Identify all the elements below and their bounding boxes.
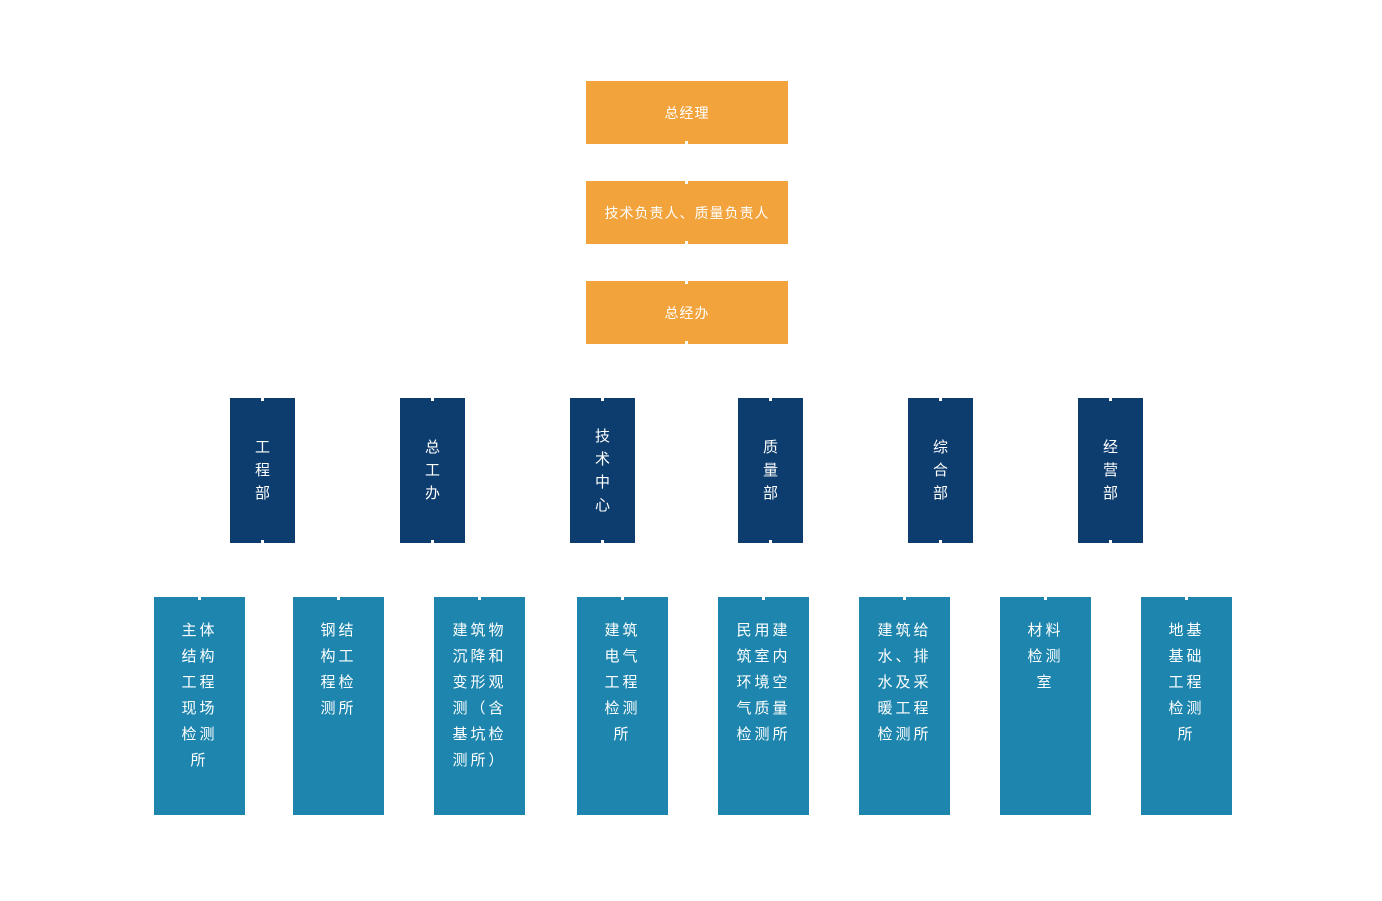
- org-node-chief-engineer-office: 总 工 办: [400, 398, 465, 543]
- org-node-main-structure-site-testing: 主体 结构 工程 现场 检测 所: [154, 597, 245, 815]
- org-node-electrical-engineering-testing: 建筑 电气 工程 检测 所: [577, 597, 668, 815]
- org-node-tech-center: 技 术 中 心: [570, 398, 635, 543]
- org-node-engineering-dept: 工 程 部: [230, 398, 295, 543]
- org-node-operations-dept: 经 营 部: [1078, 398, 1143, 543]
- org-node-steel-structure-testing: 钢结 构工 程检 测所: [293, 597, 384, 815]
- org-node-foundation-engineering-testing: 地基 基础 工程 检测 所: [1141, 597, 1232, 815]
- org-node-indoor-air-quality-testing: 民用建 筑室内 环境空 气质量 检测所: [718, 597, 809, 815]
- org-node-general-affairs-dept: 综 合 部: [908, 398, 973, 543]
- org-node-water-supply-heating-testing: 建筑给 水、排 水及采 暖工程 检测所: [859, 597, 950, 815]
- org-node-tech-quality-leads: 技术负责人、质量负责人: [586, 181, 788, 244]
- org-node-settlement-deformation-observation: 建筑物 沉降和 变形观 测（含 基坑检 测所）: [434, 597, 525, 815]
- org-node-gm-office: 总经办: [586, 281, 788, 344]
- org-node-materials-testing-room: 材料 检测 室: [1000, 597, 1091, 815]
- org-node-general-manager: 总经理: [586, 81, 788, 144]
- org-node-quality-dept: 质 量 部: [738, 398, 803, 543]
